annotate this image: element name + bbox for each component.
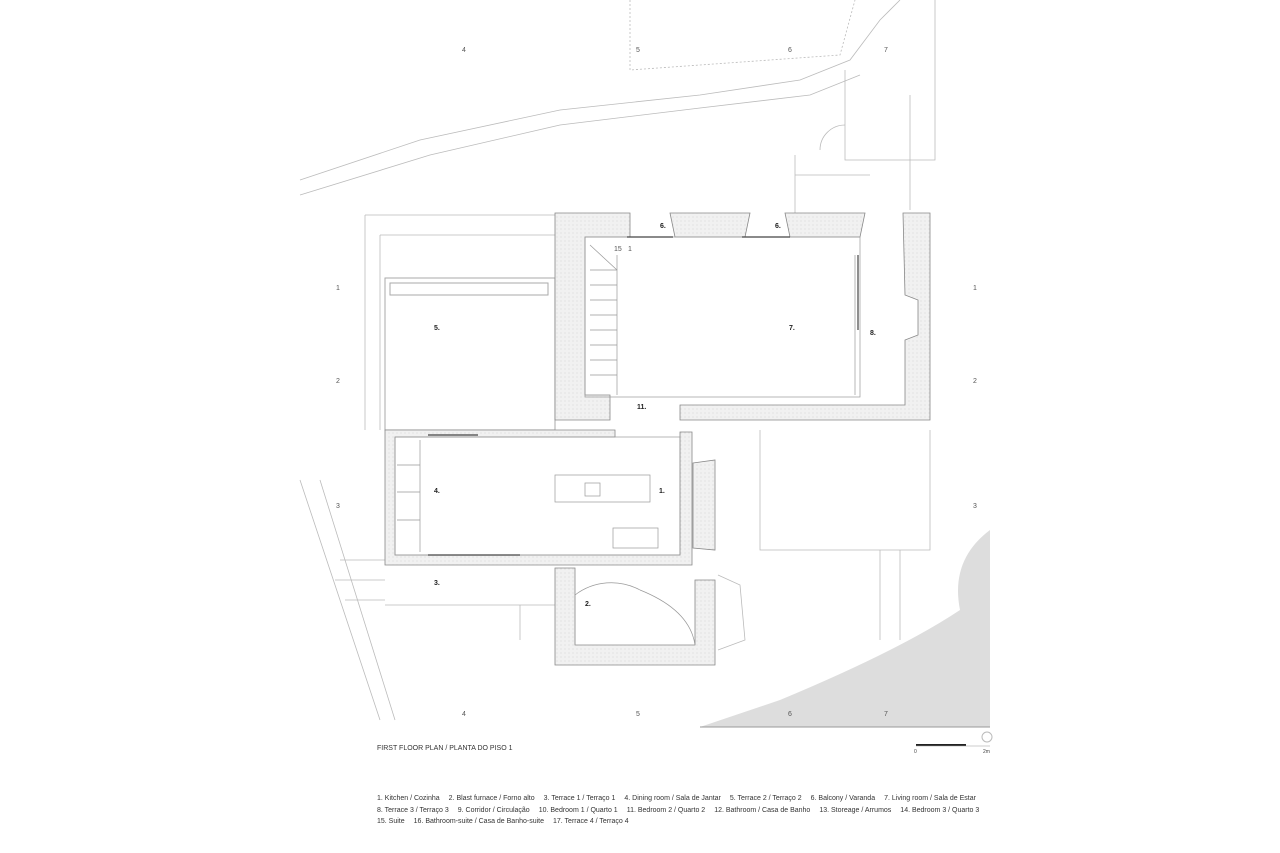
plan-title: FIRST FLOOR PLAN / PLANTA DO PISO 1 <box>377 745 513 752</box>
grid-label-bottom-5: 5 <box>636 711 640 718</box>
room-tag-terrace-1: 3. <box>434 580 440 587</box>
legend-item: 8. Terrace 3 / Terraço 3 <box>377 806 449 814</box>
grid-label-left-2: 2 <box>336 378 340 385</box>
walls <box>384 212 931 666</box>
room-tag-kitchen: 1. <box>659 488 665 495</box>
grid-label-top-5: 5 <box>636 47 640 54</box>
terrace-2-outline <box>384 277 556 431</box>
grid-label-bottom-7: 7 <box>884 711 888 718</box>
legend-item: 10. Bedroom 1 / Quarto 1 <box>538 806 618 814</box>
legend-item: 17. Terrace 4 / Terraço 4 <box>553 818 629 825</box>
terrain-hatch <box>700 530 990 727</box>
room-tag-balcony: 6. <box>660 223 666 230</box>
legend-item: 1. Kitchen / Cozinha <box>377 795 440 802</box>
interior-lines <box>394 236 861 646</box>
legend-item: 16. Bathroom-suite / Casa de Banho-suite <box>413 818 544 825</box>
legend-item: 11. Bedroom 2 / Quarto 2 <box>626 806 706 814</box>
room-tag-living-room: 7. <box>789 325 795 332</box>
room-tag-suite: 15 <box>614 246 622 253</box>
legend-item: 15. Suite <box>377 818 405 825</box>
room-tag-terrace-3: 8. <box>870 330 876 337</box>
legend-item: 13. Storeage / Arrumos <box>819 806 892 814</box>
legend-item: 6. Balcony / Varanda <box>810 795 876 802</box>
room-legend: 1. Kitchen / Cozinha 2. Blast furnace / F… <box>377 793 1017 828</box>
grid-label-left-3: 3 <box>336 503 340 510</box>
windows <box>428 236 859 556</box>
legend-item: 9. Corridor / Circulação <box>457 806 530 814</box>
legend-item: 7. Living room / Sala de Estar <box>884 795 976 802</box>
room-tag-balcony: 6. <box>775 223 781 230</box>
room-tag-blast-furnace: 2. <box>585 601 591 608</box>
room-tag-bedroom-2: 11. <box>637 404 646 411</box>
legend-item: 5. Terrace 2 / Terraço 2 <box>729 795 802 802</box>
legend-item: 4. Dining room / Sala de Jantar <box>624 795 721 802</box>
room-tag-terrace-2: 5. <box>434 325 440 332</box>
legend-item: 3. Terrace 1 / Terraço 1 <box>543 795 616 802</box>
legend-item: 2. Blast furnace / Forno alto <box>448 795 535 802</box>
north-arrow-icon <box>981 731 993 743</box>
grid-label-top-6: 6 <box>788 47 792 54</box>
grid-label-right-3: 3 <box>973 503 977 510</box>
scale-start-label: 0 <box>914 749 917 755</box>
scale-bar <box>916 744 966 746</box>
grid-label-right-2: 2 <box>973 378 977 385</box>
scale-end-label: 2m <box>983 749 990 755</box>
grid-label-bottom-4: 4 <box>462 711 466 718</box>
grid-label-bottom-6: 6 <box>788 711 792 718</box>
room-tag-dining-room: 4. <box>434 488 440 495</box>
grid-label-right-1: 1 <box>973 285 977 292</box>
grid-label-top-4: 4 <box>462 47 466 54</box>
legend-item: 14. Bedroom 3 / Quarto 3 <box>900 806 980 814</box>
grid-label-top-7: 7 <box>884 47 888 54</box>
planter <box>389 282 549 296</box>
site-context-lines <box>299 0 936 721</box>
legend-item: 12. Bathroom / Casa de Banho <box>714 806 811 814</box>
grid-label-left-1: 1 <box>336 285 340 292</box>
room-tag-bathroom: 1 <box>628 246 632 253</box>
